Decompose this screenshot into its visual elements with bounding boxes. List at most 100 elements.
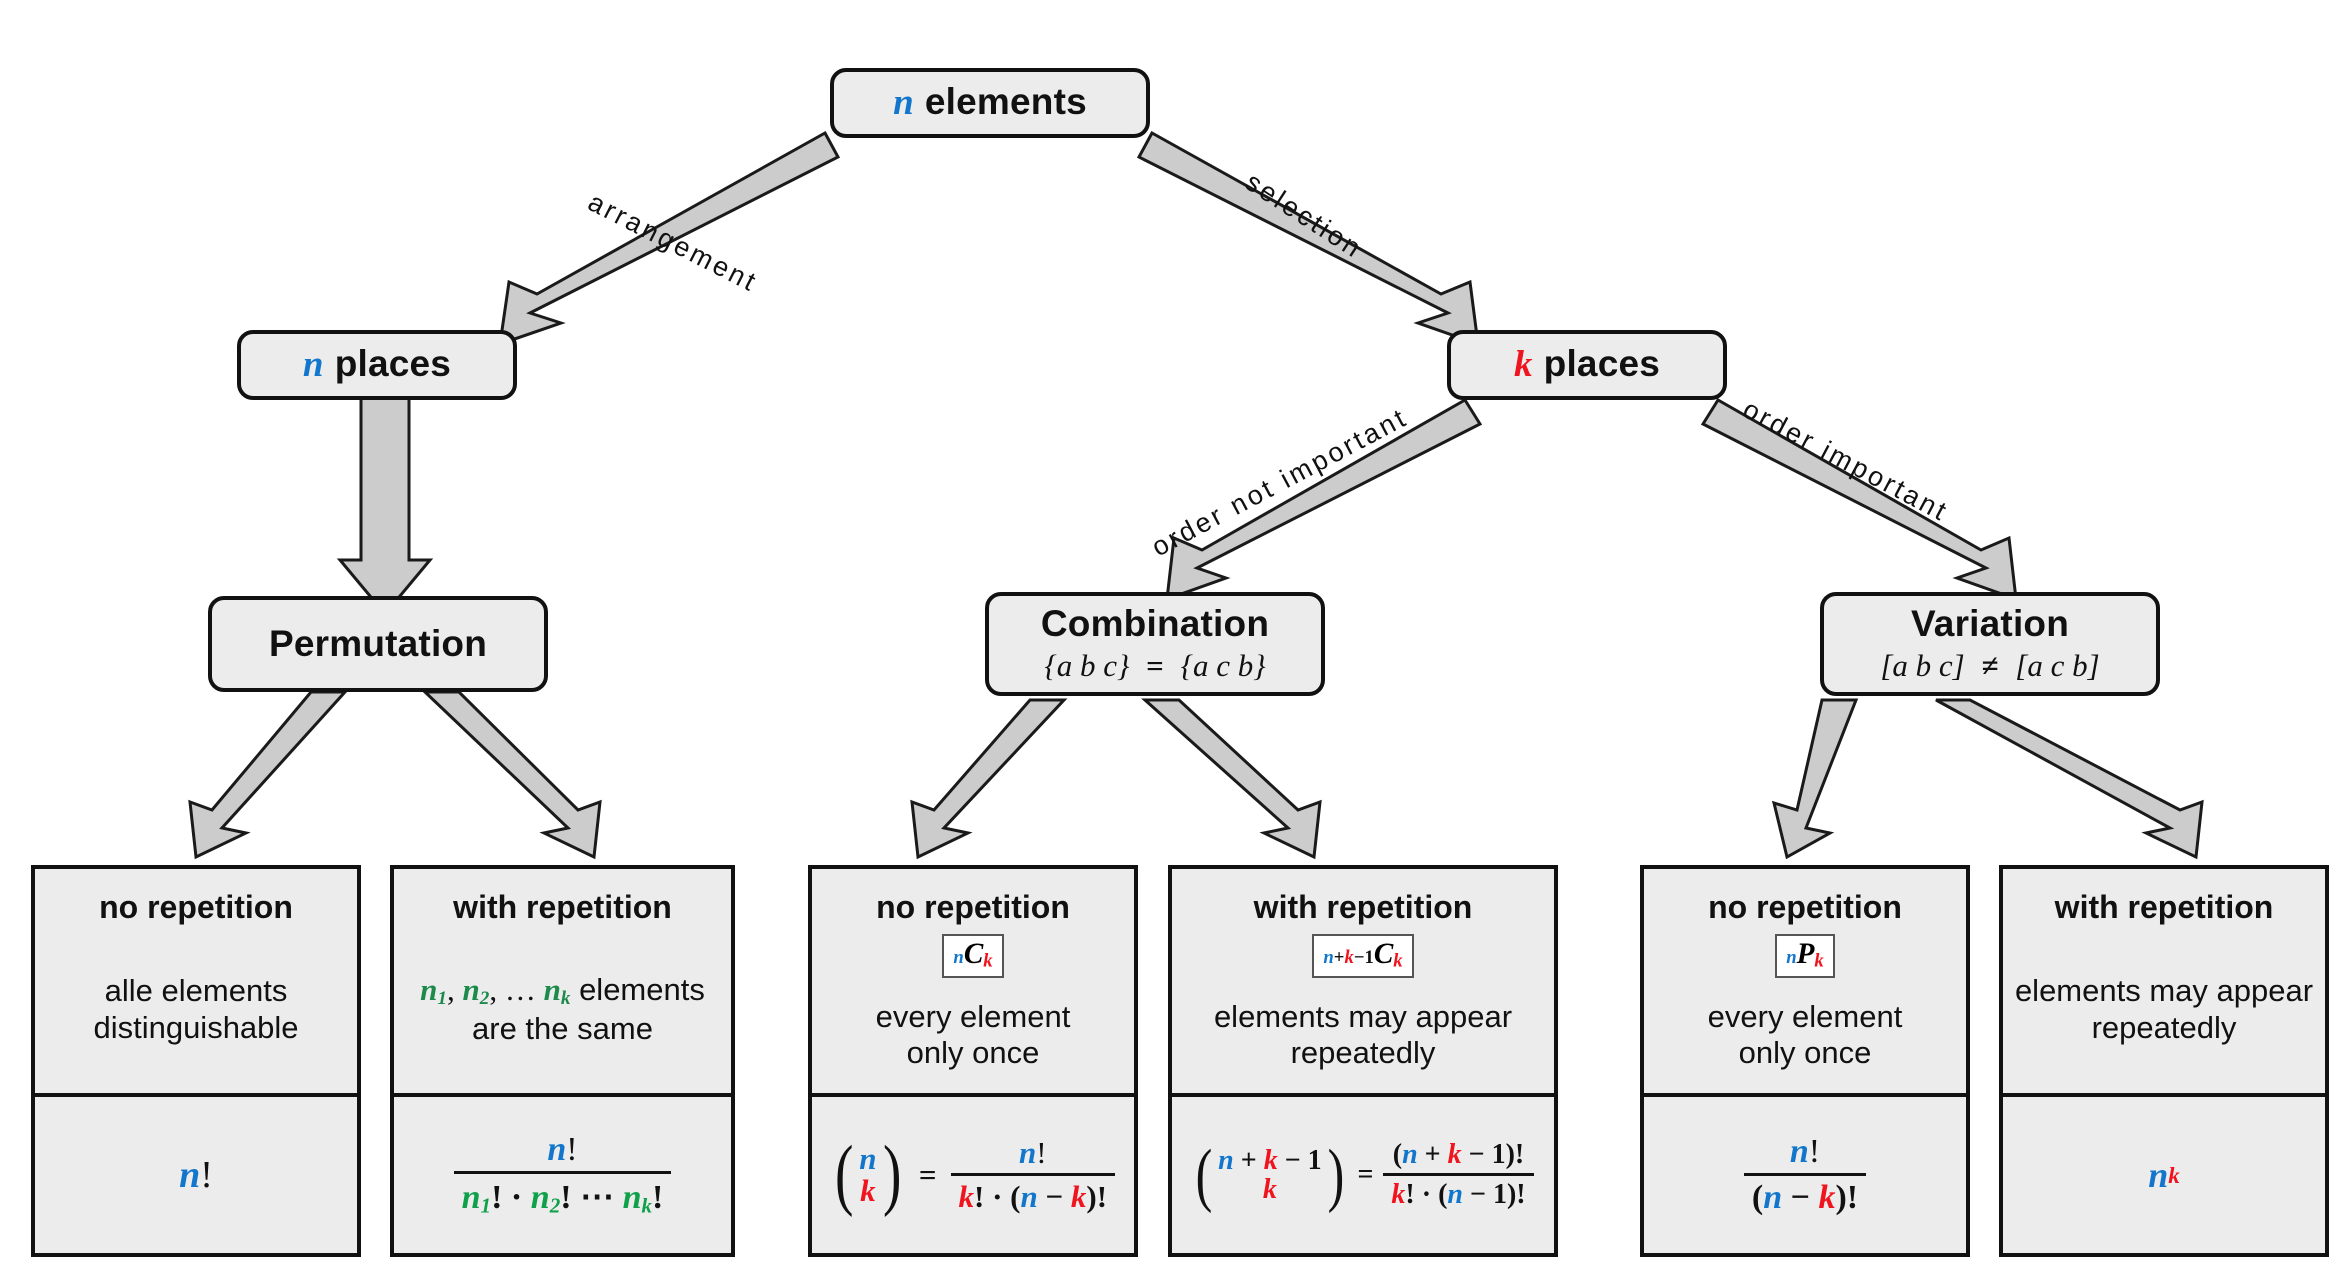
paren-open: (: [1195, 1134, 1213, 1214]
node-k-places-text: places: [1543, 343, 1661, 385]
var-sub-right: [a c b]: [2015, 648, 2100, 684]
leaf-formula: n! n1! · n2! ⋯ nk!: [394, 1097, 731, 1253]
leaf-top: no repetition alle elements distinguisha…: [35, 869, 357, 1097]
numerator: n!: [1782, 1133, 1828, 1173]
edge-var-right: [1935, 698, 2204, 860]
edge-comb-right: [1141, 698, 1322, 860]
desc-line-2: only once: [906, 1035, 1040, 1071]
desc-n2: n2: [462, 971, 490, 1009]
desc-line-1: every element: [1707, 998, 1903, 1034]
num-bang: !: [566, 1131, 578, 1169]
paren-open: (: [834, 1130, 854, 1218]
leaf-perm-with-repetition[interactable]: with repetition n1, n2, … nk elements ar…: [390, 865, 735, 1257]
leaf-formula: ( n + k − 1 k ) = (n + k − 1)! k! · (n −…: [1172, 1097, 1554, 1253]
var-n: n: [302, 344, 324, 386]
desc-line-2: distinguishable: [93, 1009, 299, 1045]
den-bangk: !: [652, 1179, 664, 1217]
denominator: (n − k)!: [1743, 1173, 1867, 1217]
leaf-top: with repetition elements may appear repe…: [2003, 869, 2325, 1097]
node-combination[interactable]: Combination {a b c} = {a c b}: [985, 592, 1325, 696]
node-permutation[interactable]: Permutation: [208, 596, 548, 692]
node-combination-title: Combination: [1040, 602, 1270, 644]
leaf-perm-no-repetition[interactable]: no repetition alle elements distinguisha…: [31, 865, 361, 1257]
leaf-notation-badge: nPk: [1775, 934, 1835, 978]
notation-nPk: nPk: [1775, 934, 1835, 978]
desc-nk: nk: [543, 971, 571, 1009]
num-n: n: [1402, 1139, 1418, 1170]
num-n: n: [547, 1131, 567, 1169]
leaf-head: no repetition: [876, 889, 1070, 925]
leaf-description: every element only once: [1700, 999, 1911, 1072]
leaf-head: no repetition: [1708, 889, 1902, 925]
comb-sub-left: {a b c}: [1044, 648, 1130, 684]
fraction: n! n1! · n2! ⋯ nk!: [453, 1131, 672, 1219]
den-minus: −: [1782, 1179, 1819, 1216]
equals-sign: =: [918, 1157, 937, 1192]
num-minus1: − 1)!: [1461, 1139, 1525, 1170]
paren-close: ): [882, 1130, 901, 1218]
notation-sub-k2: k: [1393, 950, 1403, 972]
numerator: n!: [539, 1131, 585, 1171]
leaf-top: no repetition nPk every element only onc…: [1644, 869, 1966, 1097]
den-n2: n2: [530, 1179, 561, 1218]
leaf-description: every element only once: [868, 999, 1079, 1072]
edge-perm-left: [188, 690, 349, 860]
leaf-var-no-repetition[interactable]: no repetition nPk every element only onc…: [1640, 865, 1970, 1257]
edge-comb-left: [910, 698, 1068, 860]
binom-bottom-k: k: [1262, 1173, 1277, 1205]
leaf-head: with repetition: [2054, 889, 2274, 925]
desc-ellipsis: , …: [489, 971, 544, 1007]
notation-sub-n: n: [953, 947, 964, 968]
binomial-coefficient: ( n + k − 1 k ): [1192, 1134, 1347, 1214]
fraction: n! (n − k)!: [1743, 1133, 1867, 1217]
leaf-top: with repetition n1, n2, … nk elements ar…: [394, 869, 731, 1097]
var-k: k: [1513, 344, 1533, 386]
equation: ( n + k − 1 k ) = (n + k − 1)! k! · (n −…: [1192, 1134, 1534, 1214]
leaf-comb-with-repetition[interactable]: with repetition n+k−1Ck elements may app…: [1168, 865, 1558, 1257]
edge-nplaces-permutation: [336, 396, 434, 617]
desc-line-2: only once: [1738, 1035, 1872, 1071]
den-minus: −: [1037, 1179, 1071, 1214]
edge-kimp: [1700, 397, 2018, 602]
den-bang1: !: [491, 1179, 503, 1217]
desc-comma-1: ,: [446, 971, 463, 1007]
desc-line-1: n1, n2, … nk elements: [420, 971, 705, 1009]
node-variation-title: Variation: [1910, 602, 2070, 644]
leaf-description: n1, n2, … nk elements are the same: [412, 972, 713, 1047]
leaf-comb-no-repetition[interactable]: no repetition nCk every element only onc…: [808, 865, 1138, 1257]
den-dot: · (: [984, 1179, 1021, 1214]
binom-plus: +: [1233, 1144, 1264, 1176]
leaf-description: alle elements distinguishable: [85, 973, 306, 1046]
notation-sub-k: k: [1344, 947, 1354, 968]
notation-minus-1: −1: [1353, 947, 1374, 968]
comb-sub-op: =: [1146, 648, 1164, 684]
notation-npkm1Ck: n+k−1Ck: [1312, 934, 1414, 978]
binom-bottom-k: k: [860, 1173, 876, 1208]
desc-line-2: repeatedly: [1290, 1035, 1436, 1071]
den-minus1: − 1)!: [1463, 1179, 1526, 1210]
formula-n: n: [2148, 1155, 2169, 1195]
leaf-head: no repetition: [99, 889, 293, 925]
edge-label-order-not-important: order not important: [1146, 401, 1413, 563]
notation-C: C: [1373, 938, 1394, 970]
leaf-var-with-repetition[interactable]: with repetition elements may appear repe…: [1999, 865, 2329, 1257]
node-permutation-title: Permutation: [268, 622, 488, 664]
var-sub-left: [a b c]: [1880, 648, 1965, 684]
den-dot1: ·: [502, 1179, 531, 1217]
num-bang: !: [1036, 1135, 1047, 1170]
desc-line-2: repeatedly: [2091, 1009, 2237, 1045]
node-variation[interactable]: Variation [a b c] ≠ [a c b]: [1820, 592, 2160, 696]
binomial-coefficient: ( n k ): [831, 1130, 905, 1218]
comb-sub-right: {a c b}: [1180, 648, 1266, 684]
desc-line-2: are the same: [472, 1010, 653, 1046]
den-n1: n1: [461, 1179, 492, 1218]
leaf-description: elements may appear repeatedly: [2007, 973, 2321, 1046]
denominator: k! · (n − k)!: [950, 1173, 1116, 1215]
